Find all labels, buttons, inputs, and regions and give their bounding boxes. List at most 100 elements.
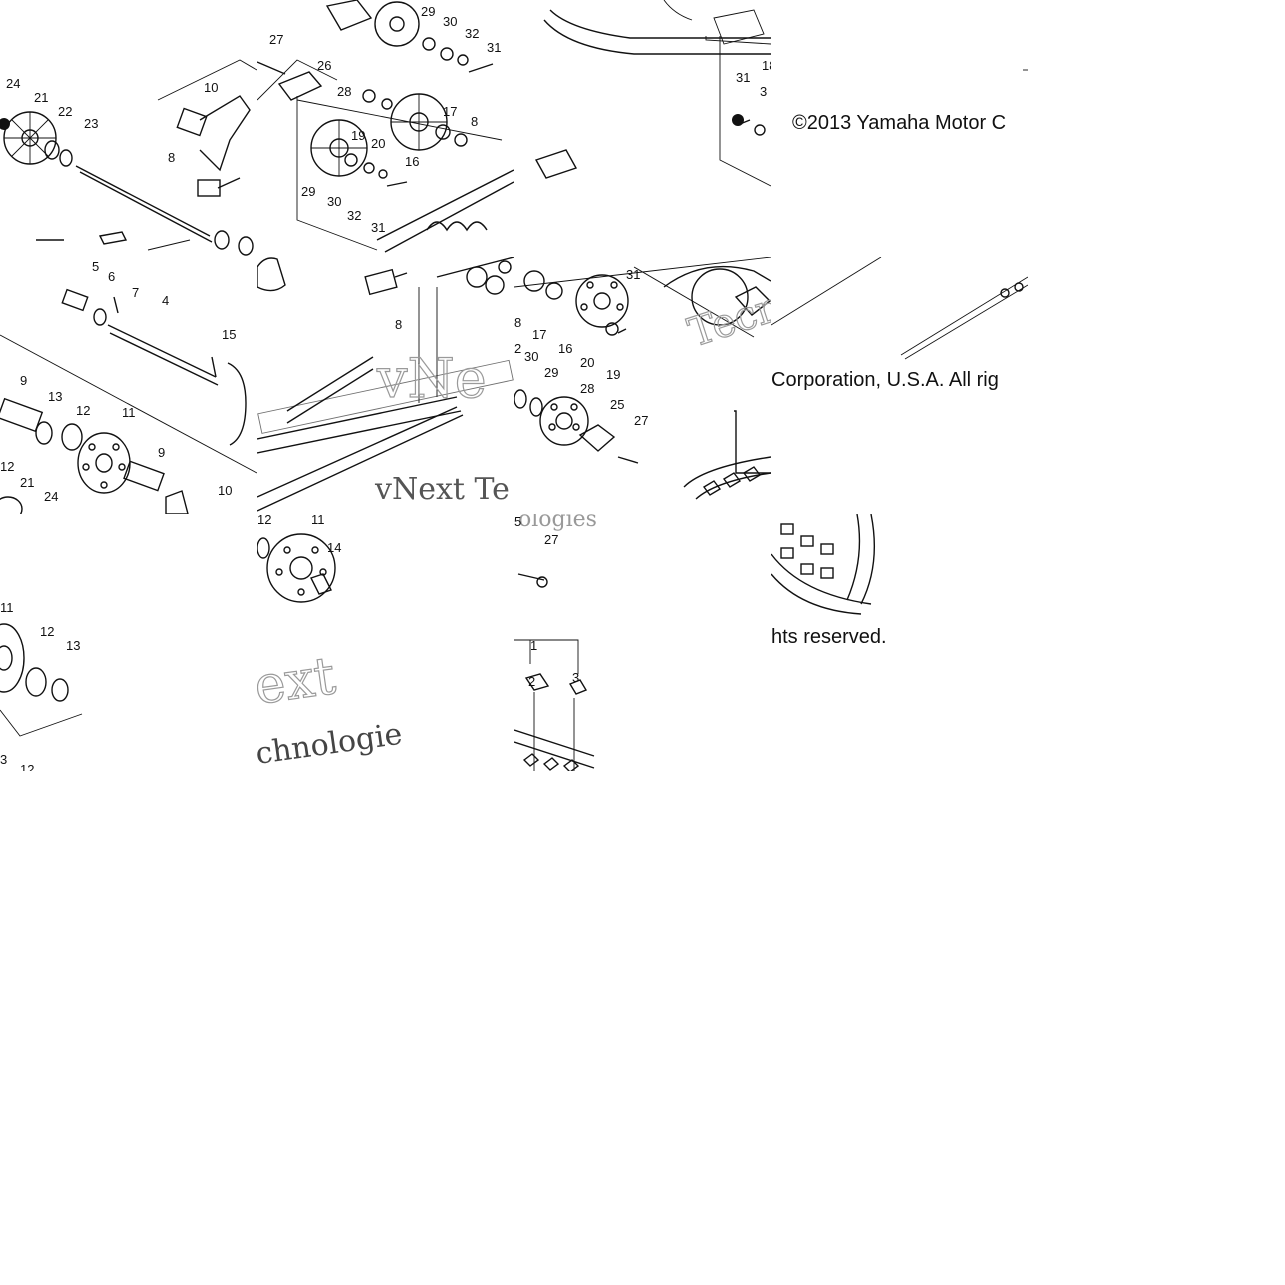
watermark-text: vNe xyxy=(376,347,487,410)
collar xyxy=(197,179,221,197)
copyright-text: ©2013 Yamaha Motor C xyxy=(792,112,1007,134)
callout-label: 8 xyxy=(514,315,521,330)
idler-wheel xyxy=(3,111,57,165)
callout-label: 8 xyxy=(395,317,402,332)
callout-label: 31 xyxy=(626,267,640,282)
axle-shaft xyxy=(75,165,211,237)
copyright-tile-1 xyxy=(771,0,1028,257)
idler-wheel xyxy=(374,1,420,47)
callout-label: 24 xyxy=(6,76,20,91)
callout-label: 24 xyxy=(44,489,58,504)
watermark-text: ext xyxy=(257,646,339,717)
idler-wheel xyxy=(575,274,629,328)
callout-label: 14 xyxy=(327,540,341,555)
watermark-text: Tecno xyxy=(683,276,771,357)
callout-label: 19 xyxy=(351,128,365,143)
track-belt xyxy=(771,553,872,605)
rear-wheel-edge xyxy=(227,362,247,446)
callout-label: 13 xyxy=(66,638,80,653)
callout-label: 27 xyxy=(269,32,283,47)
callout-label: 2 xyxy=(528,674,535,689)
collar xyxy=(51,678,69,702)
bolt xyxy=(61,288,89,312)
rear-wheel xyxy=(266,533,336,603)
callout-label: 29 xyxy=(421,4,435,19)
callout-label: 15 xyxy=(222,327,236,342)
bearing xyxy=(25,667,47,697)
callout-label: 9 xyxy=(158,445,165,460)
callout-label: 28 xyxy=(580,381,594,396)
callout-label: 30 xyxy=(524,349,538,364)
callout-label: 26 xyxy=(317,58,331,73)
callout-label: 16 xyxy=(558,341,572,356)
bracket xyxy=(199,95,251,172)
callout-label: 21 xyxy=(20,475,34,490)
spacer xyxy=(123,460,165,492)
callout-label: 22 xyxy=(58,104,72,119)
idler-wheel xyxy=(310,119,368,177)
copyright-tile-2 xyxy=(771,257,1028,514)
bearing xyxy=(0,118,10,130)
callout-label: 1 xyxy=(530,638,537,653)
idler-wheel xyxy=(390,93,448,151)
bracket xyxy=(277,71,323,101)
slide-rail xyxy=(549,9,771,39)
callout-label: 5 xyxy=(514,514,521,529)
spacer xyxy=(0,397,44,433)
callout-label: 12 xyxy=(257,514,271,527)
bracket xyxy=(325,0,373,31)
diagram-tile-rear-wheels: Tecno 31 2 30 29 28 25 27 17 16 20 19 8 xyxy=(514,257,771,514)
idler-wheel xyxy=(0,623,25,693)
callout-label: 21 xyxy=(34,90,48,105)
callout-label: 13 xyxy=(48,389,62,404)
watermark-text: vNext Te xyxy=(374,472,510,507)
track-belt xyxy=(683,456,771,488)
diagram-tile-front-wheels: 24 21 22 23 10 8 xyxy=(0,0,257,257)
callout-label: 30 xyxy=(327,194,341,209)
collar xyxy=(59,149,73,167)
copyright-tile-3 xyxy=(771,514,1028,771)
callout-label: 3 xyxy=(760,84,767,99)
spacer xyxy=(176,107,208,137)
callout-label: 32 xyxy=(465,26,479,41)
watermark-text: chnologie xyxy=(257,717,404,771)
track-belt xyxy=(514,729,595,769)
slide-rail xyxy=(286,356,374,412)
callout-label: 31 xyxy=(371,220,385,235)
callout-label: 9 xyxy=(20,373,27,388)
callout-label: 16 xyxy=(405,154,419,169)
callout-label: 30 xyxy=(443,14,457,29)
diagram-tile-upper-wheels: 27 26 28 19 20 17 16 8 29 30 32 31 29 30… xyxy=(257,0,514,257)
diagram-tile-watermark: 12 11 14 ext chnologie xyxy=(257,514,514,771)
callout-label: 8 xyxy=(471,114,478,129)
diagram-tile-track-clips: ologies 5 27 1 2 3 xyxy=(514,514,771,771)
callout-label: 5 xyxy=(92,259,99,274)
callout-label: 28 xyxy=(337,84,351,99)
copyright-text: Corporation, U.S.A. All rig xyxy=(771,369,999,391)
callout-label: 12 xyxy=(76,403,90,418)
callout-label: 32 xyxy=(347,208,361,223)
diagram-tile-rear-axle: 5 6 7 4 15 9 13 12 11 9 12 21 24 10 xyxy=(0,257,257,514)
diagram-tile-rails: 31 18 3 xyxy=(514,0,771,257)
callout-label: 20 xyxy=(580,355,594,370)
bolt xyxy=(517,573,545,581)
track-clip xyxy=(524,673,550,691)
callout-label: 27 xyxy=(634,413,648,428)
callout-label: 31 xyxy=(736,70,750,85)
callout-label: 19 xyxy=(606,367,620,382)
watermark-text: ologies xyxy=(518,514,597,532)
callout-label: 12 xyxy=(40,624,54,639)
callout-label: 31 xyxy=(487,40,501,55)
callout-label: 11 xyxy=(0,600,14,615)
callout-label: 17 xyxy=(532,327,546,342)
wheel-cap xyxy=(578,424,616,452)
callout-label: 23 xyxy=(84,116,98,131)
bearing xyxy=(44,140,60,160)
track-clip xyxy=(568,679,588,695)
spacer xyxy=(364,268,398,296)
callout-label: 2 xyxy=(514,341,521,356)
idler-wheel xyxy=(539,396,589,446)
callout-label: 10 xyxy=(218,483,232,498)
callout-label: 29 xyxy=(301,184,315,199)
